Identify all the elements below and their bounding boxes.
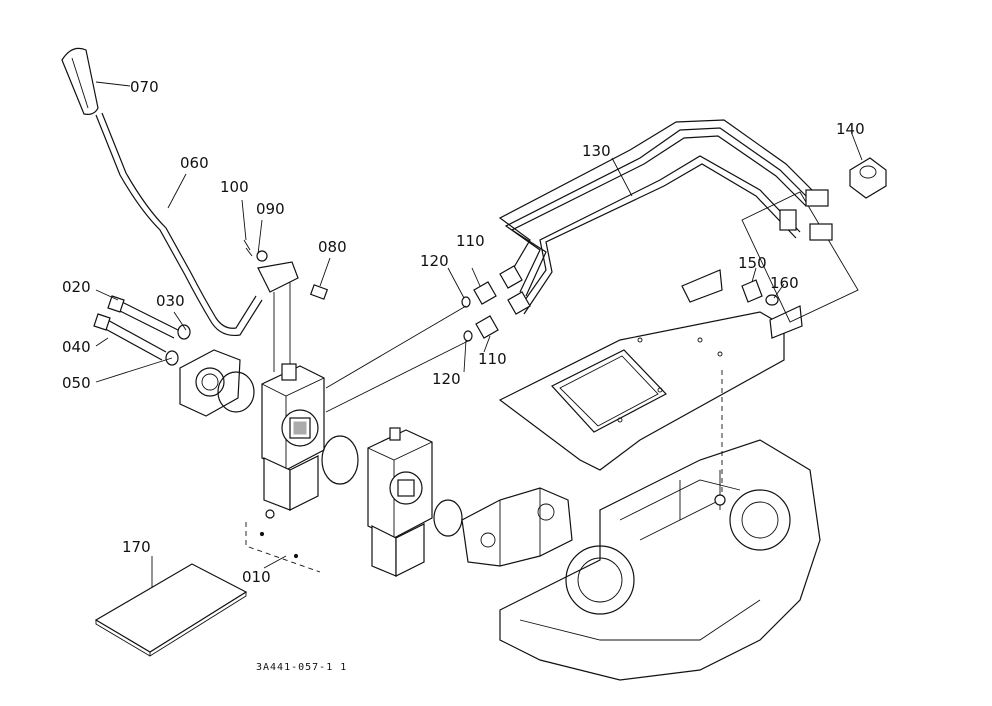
mounting-plate: [498, 269, 803, 496]
label-110-lower: 110: [478, 350, 507, 368]
label-030: 030: [156, 292, 185, 310]
label-130: 130: [582, 142, 611, 160]
control-lever: [95, 112, 263, 337]
label-070: 070: [130, 78, 159, 96]
end-cover: [179, 349, 255, 417]
label-140: 140: [836, 120, 865, 138]
label-120-upper: 120: [420, 252, 449, 270]
label-160: 160: [770, 274, 799, 292]
transmission-case: [499, 439, 821, 681]
label-050: 050: [62, 374, 91, 392]
assembly-dot: [293, 553, 299, 559]
assembly-bracket: [245, 522, 321, 573]
lever-knob: [61, 47, 99, 115]
plug: [741, 279, 779, 306]
label-040: 040: [62, 338, 91, 356]
label-170: 170: [122, 538, 151, 556]
label-010: 010: [242, 568, 271, 586]
label-060: 060: [180, 154, 209, 172]
fittings: [325, 265, 531, 413]
hydraulic-pipes: [498, 119, 817, 315]
label-150: 150: [738, 254, 767, 272]
label-110-upper: 110: [456, 232, 485, 250]
label-020: 020: [62, 278, 91, 296]
control-valve: [261, 363, 359, 519]
label-080: 080: [318, 238, 347, 256]
drawing-code: 3A441-057-1 1: [256, 662, 347, 673]
label-100: 100: [220, 178, 249, 196]
operator-manual: [94, 563, 248, 657]
label-090: 090: [256, 200, 285, 218]
linkage-bracket: [243, 239, 329, 372]
outlet-block: [741, 157, 887, 323]
assembly-dot: [259, 531, 265, 537]
hydraulic-pump: [461, 487, 573, 567]
leader-lines: [95, 81, 863, 588]
valve-section: [367, 427, 463, 577]
label-120-lower: 120: [432, 370, 461, 388]
